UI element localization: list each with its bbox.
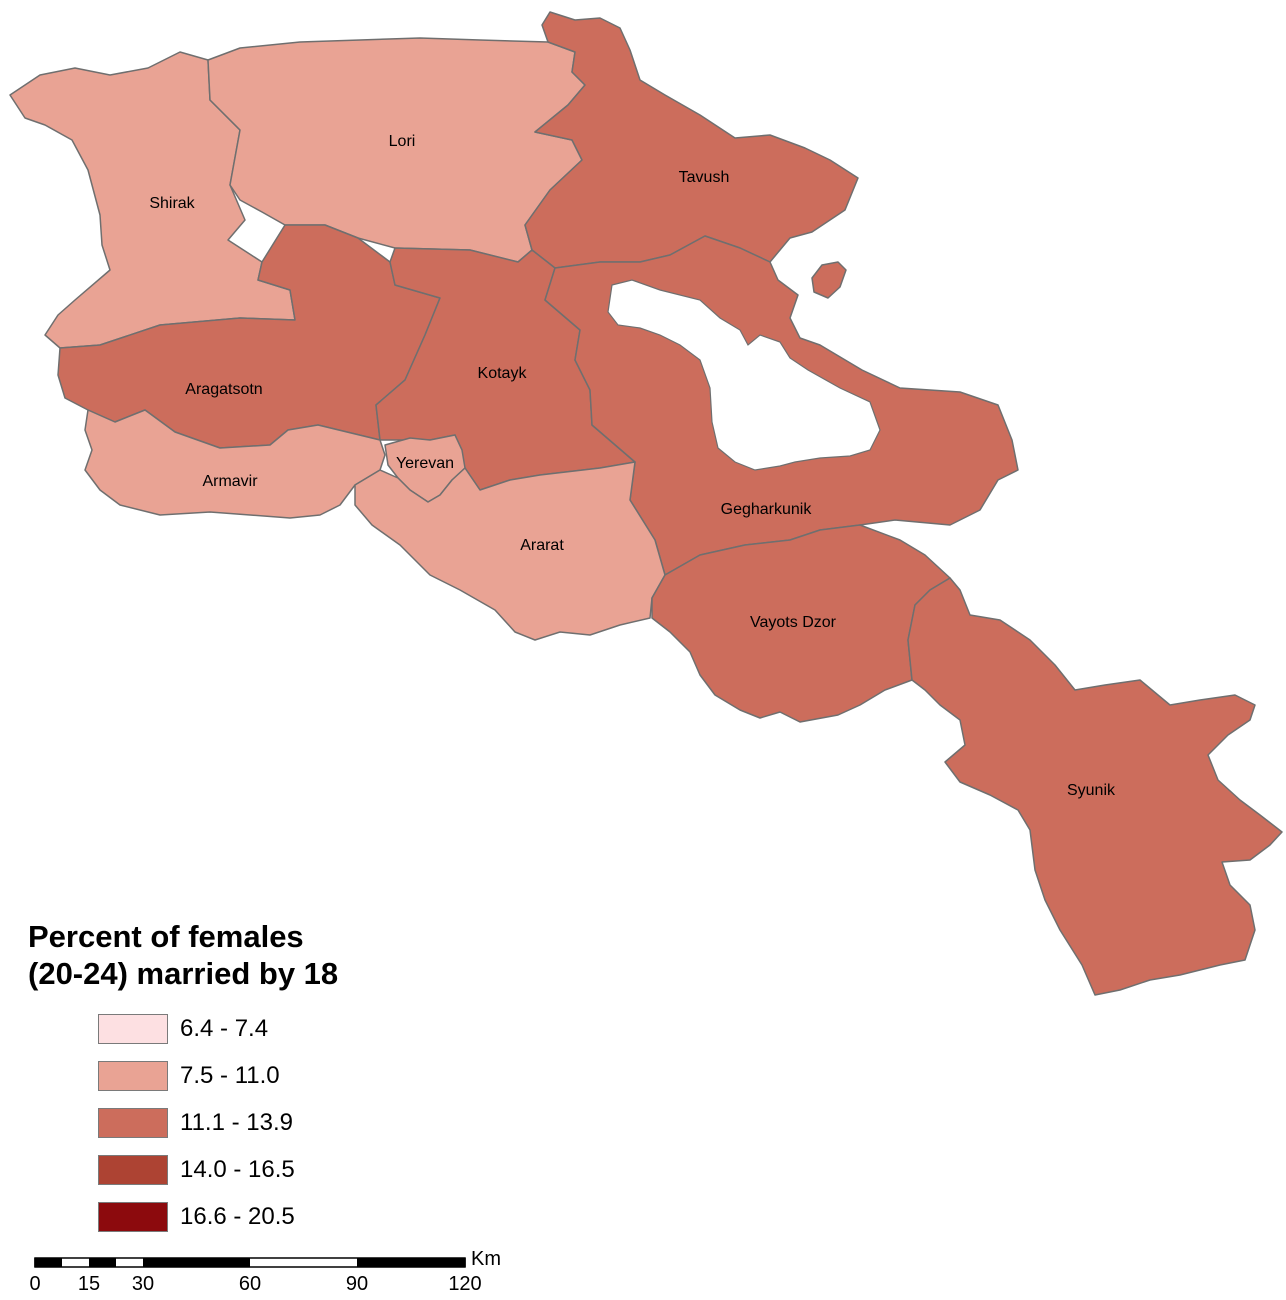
region-vayots-dzor: [651, 524, 951, 723]
scale-unit-label: Km: [471, 1248, 501, 1270]
region-label-gegharkunik: Gegharkunik: [721, 501, 813, 518]
scale-tick-label: 120: [448, 1273, 481, 1295]
region-label-kotayk: Kotayk: [478, 365, 528, 382]
region-syunik: [907, 577, 1283, 996]
legend-swatch: [98, 1155, 168, 1185]
region-label-aragatsotn: Aragatsotn: [185, 381, 262, 398]
legend-label: 14.0 - 16.5: [180, 1156, 295, 1183]
scale-tick-label: 60: [239, 1273, 261, 1295]
legend-item: 6.4 - 7.4: [98, 1012, 268, 1046]
legend-label: 11.1 - 13.9: [180, 1109, 293, 1136]
region-label-ararat: Ararat: [520, 537, 564, 554]
legend-item: 14.0 - 16.5: [98, 1153, 295, 1187]
scale-tick-label: 30: [132, 1273, 154, 1295]
legend-item: 16.6 - 20.5: [98, 1200, 295, 1234]
scale-tick-label: 0: [29, 1273, 40, 1295]
legend-title: Percent of females (20-24) married by 18: [28, 918, 338, 992]
legend-item: 11.1 - 13.9: [98, 1106, 293, 1140]
legend-swatch: [98, 1014, 168, 1044]
legend-title-line-1: Percent of females: [28, 919, 304, 954]
region-label-tavush: Tavush: [679, 169, 730, 186]
legend-label: 16.6 - 20.5: [180, 1203, 295, 1230]
region-label-armavir: Armavir: [202, 473, 258, 490]
region-tavush: [524, 11, 859, 269]
legend-label: 7.5 - 11.0: [180, 1062, 280, 1089]
legend-swatch: [98, 1202, 168, 1232]
legend-label: 6.4 - 7.4: [180, 1015, 269, 1042]
region-label-syunik: Syunik: [1067, 782, 1116, 799]
legend-item: 7.5 - 11.0: [98, 1059, 280, 1093]
region-label-lori: Lori: [389, 133, 416, 150]
legend-swatch: [98, 1108, 168, 1138]
region-armavir: [84, 409, 386, 519]
legend-swatch: [98, 1061, 168, 1091]
region-label-shirak: Shirak: [149, 195, 195, 212]
scale-bar: Km 0 15 30 60 90 120: [29, 1248, 501, 1295]
scale-tick-label: 15: [78, 1273, 100, 1295]
region-tavush-exclave: [811, 261, 847, 299]
legend-title-line-2: (20-24) married by 18: [28, 956, 339, 991]
lake-sevan: [607, 279, 881, 471]
region-label-vayots-dzor: Vayots Dzor: [750, 614, 837, 631]
region-label-yerevan: Yerevan: [396, 455, 454, 472]
region-ararat: [354, 461, 666, 641]
scale-tick-label: 90: [346, 1273, 368, 1295]
